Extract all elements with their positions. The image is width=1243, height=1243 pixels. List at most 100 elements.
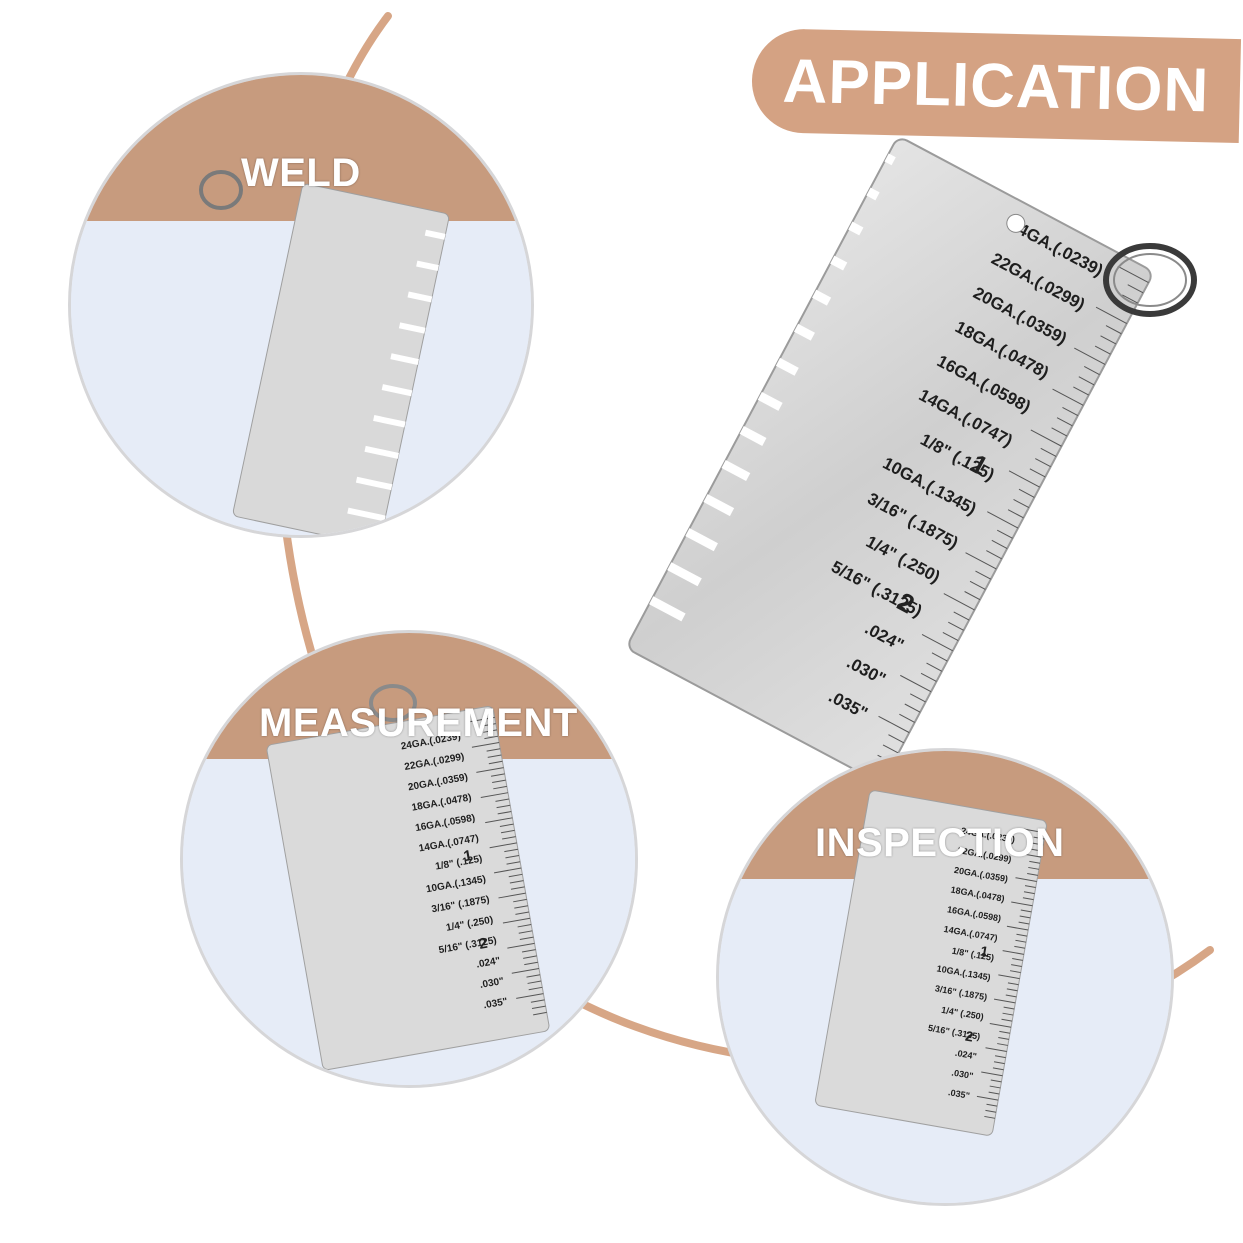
weld-notch <box>398 322 426 334</box>
ruler-tick <box>1052 388 1084 406</box>
measurement-label: MEASUREMENT <box>259 701 578 745</box>
title-badge: APPLICATION <box>750 28 1242 144</box>
ruler-tick <box>999 1030 1011 1034</box>
ruler-tick <box>530 999 545 1003</box>
weld-notch <box>347 507 386 522</box>
ruler-tick <box>1007 509 1024 519</box>
ruler-tick <box>497 811 512 815</box>
gauge-mark: 2 <box>964 1028 975 1045</box>
ruler-tick <box>1078 376 1095 386</box>
ruler-tick <box>482 723 496 727</box>
ruler-tick <box>998 1036 1010 1040</box>
ruler-tick <box>1024 885 1036 889</box>
ruler-tick <box>888 734 905 744</box>
ruler-tick <box>509 880 524 884</box>
gauge-notch <box>848 221 864 236</box>
ruler-tick <box>1028 866 1039 870</box>
ruler-tick <box>920 672 937 682</box>
ruler-tick <box>993 1061 1005 1065</box>
ruler-tick <box>502 836 516 840</box>
ruler-tick <box>1009 970 1021 974</box>
weld-circle: WELD <box>68 72 534 538</box>
ruler-tick <box>1015 877 1037 882</box>
inspection-label: INSPECTION <box>815 821 1065 865</box>
gauge-notch <box>649 596 686 622</box>
ruler-tick <box>904 703 921 713</box>
ruler-tick <box>1016 933 1028 937</box>
weld-notch <box>390 353 419 365</box>
ruler-tick <box>489 842 517 849</box>
ruler-tick <box>496 804 511 809</box>
ruler-tick <box>1012 958 1023 961</box>
ruler-tick <box>480 792 509 798</box>
ruler-tick <box>926 662 943 672</box>
ruler-tick <box>975 570 992 580</box>
ruler-tick <box>921 634 954 652</box>
gauge-notch <box>739 425 767 446</box>
gauge-label: .030" <box>479 976 505 991</box>
main-gauge: 24GA.(.0239)22GA.(.0299)20GA.(.0359)18GA… <box>628 138 1197 782</box>
ruler-tick <box>1006 988 1018 992</box>
ruler-tick <box>1094 345 1111 355</box>
ruler-tick <box>511 967 540 974</box>
ruler-tick <box>527 980 542 984</box>
ruler-tick <box>510 886 525 890</box>
ruler-tick <box>484 735 499 740</box>
ruler-tick <box>513 898 527 903</box>
ruler-tick <box>1023 891 1035 895</box>
gauge-notch <box>793 323 815 341</box>
weld-notch <box>416 260 439 272</box>
ruler-tick <box>964 591 981 601</box>
ruler-tick <box>1122 294 1138 304</box>
ruler-tick <box>1003 1006 1015 1010</box>
gauge-notch <box>667 562 702 587</box>
ruler-tick <box>1051 427 1068 437</box>
ruler-tick <box>998 974 1020 980</box>
ruler-tick <box>1006 925 1029 931</box>
ruler-tick <box>1014 945 1026 949</box>
ruler-tick <box>1032 842 1044 846</box>
ruler-tick <box>524 961 538 966</box>
ruler-tick <box>506 861 521 865</box>
ruler-tick <box>985 1047 1007 1052</box>
weld-notch <box>407 291 433 303</box>
gauge-mark: 1 <box>979 943 990 960</box>
ruler-tick <box>518 930 533 934</box>
ruler-tick <box>531 1005 546 1010</box>
ruler-tick <box>1023 828 1046 834</box>
gauge-notch <box>757 391 783 411</box>
gauge-label: .035" <box>947 1087 970 1101</box>
ruler-tick <box>1031 848 1043 852</box>
ruler-tick <box>1002 1012 1014 1016</box>
ruler-tick <box>994 1055 1006 1059</box>
ruler-tick <box>519 936 534 940</box>
ruler-tick <box>523 955 537 959</box>
ruler-tick <box>997 1043 1008 1046</box>
ruler-tick <box>521 949 536 953</box>
gauge-label: .035" <box>483 996 509 1011</box>
ruler-tick <box>526 974 541 978</box>
ruler-tick <box>493 867 522 874</box>
ruler-tick <box>953 611 970 621</box>
ruler-tick <box>989 1085 1001 1089</box>
ruler-tick <box>502 917 531 924</box>
ruler-tick <box>991 539 1008 549</box>
ruler-tick <box>909 693 926 703</box>
ruler-tick <box>1018 921 1030 925</box>
gauge-notch <box>703 494 735 517</box>
gauge-label: .030" <box>951 1067 974 1081</box>
ruler-tick <box>900 674 932 693</box>
ruler-tick <box>483 729 497 733</box>
ruler-tick <box>1127 284 1144 294</box>
ruler-tick <box>1018 488 1035 498</box>
gauge-label: .024" <box>954 1048 977 1062</box>
ruler-tick <box>1013 499 1030 509</box>
ruler-tick <box>1033 836 1045 840</box>
weld-notch <box>424 229 446 240</box>
ruler-tick <box>1019 915 1031 919</box>
ruler-tick <box>507 942 535 949</box>
ruler-tick <box>1117 265 1149 284</box>
measurement-circle: 24GA.(.0239)22GA.(.0299)20GA.(.0359)18GA… <box>180 630 638 1088</box>
ruler-tick <box>1007 982 1019 986</box>
